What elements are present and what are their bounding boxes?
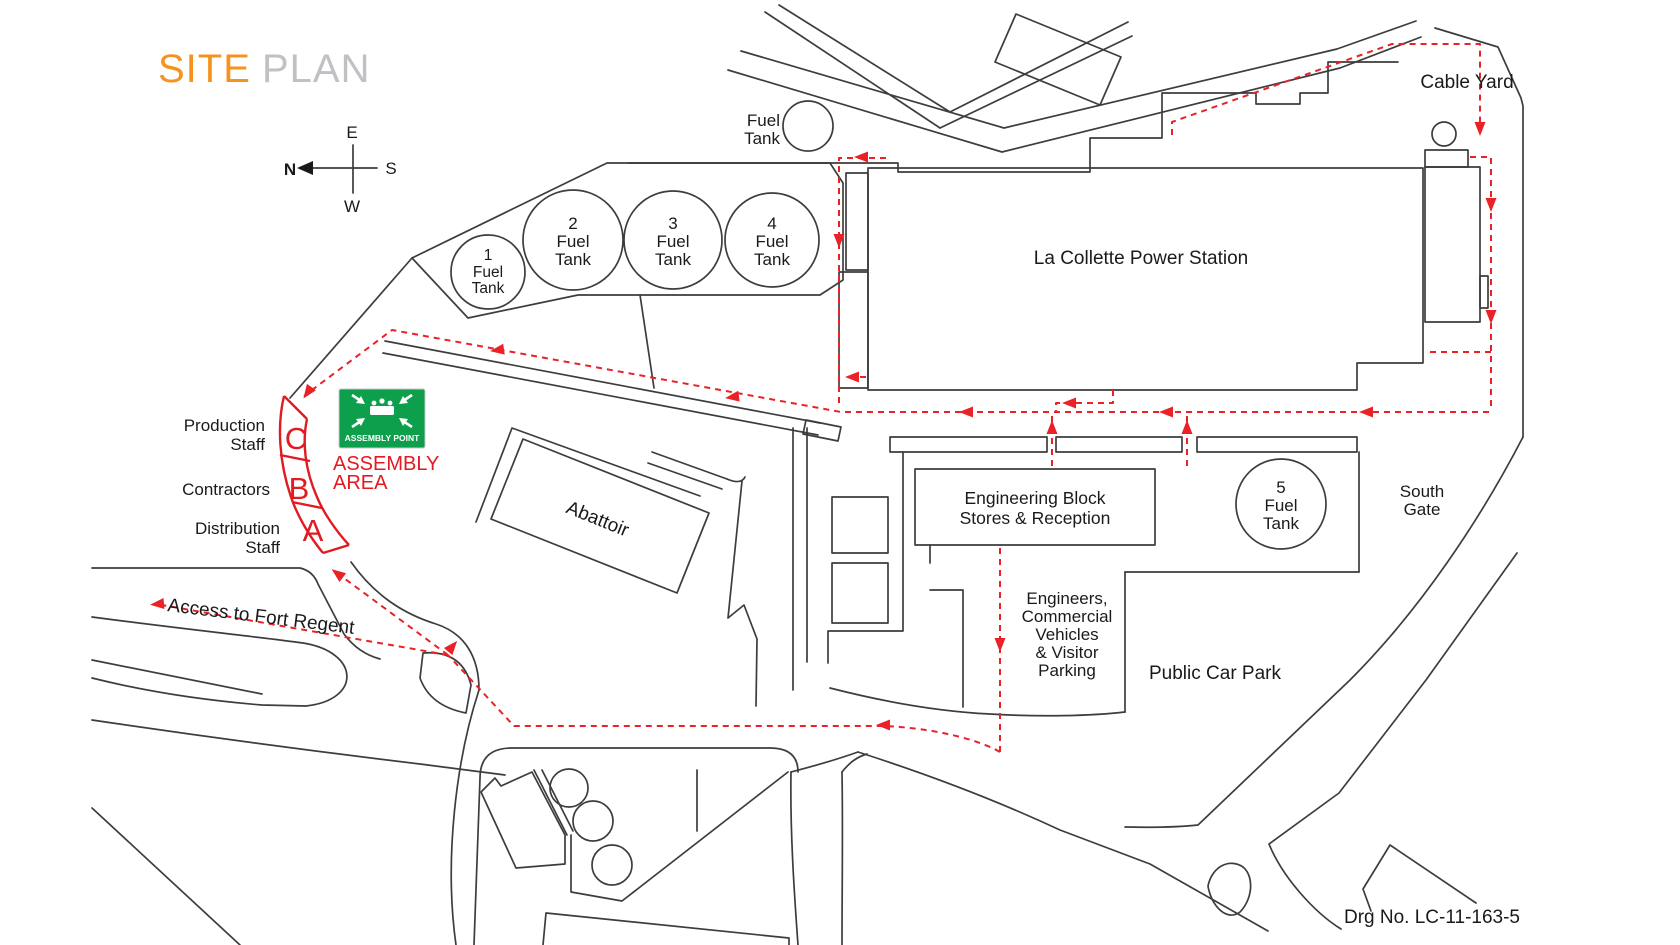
compass-n-label: N bbox=[284, 160, 296, 179]
cable-yard-label: Cable Yard bbox=[1420, 72, 1513, 93]
fuel-tank-1-circle bbox=[450, 234, 526, 310]
svg-text:Fuel: Fuel bbox=[1264, 496, 1297, 515]
svg-text:Tank: Tank bbox=[655, 250, 691, 269]
assembly-point-sign-caption: ASSEMBLY POINT bbox=[345, 433, 420, 443]
fuel-tank-2-label: 2 bbox=[568, 214, 577, 233]
svg-text:Staff: Staff bbox=[245, 538, 280, 557]
abattoir-label: Abattoir bbox=[563, 497, 632, 541]
zone-a-label: A bbox=[303, 513, 324, 548]
svg-text:Fuel: Fuel bbox=[556, 232, 589, 251]
svg-text:& Visitor: & Visitor bbox=[1036, 643, 1099, 662]
svg-text:AREA: AREA bbox=[333, 472, 388, 494]
tank-farm-outline bbox=[411, 162, 844, 319]
engineers-parking-label: Engineers, bbox=[1026, 589, 1107, 608]
cable-yard-tank-circle bbox=[1431, 121, 1457, 147]
svg-text:Parking: Parking bbox=[1038, 661, 1096, 680]
svg-text:Staff: Staff bbox=[230, 435, 265, 454]
plan-labels: SITE PLAN E S W N Fuel Tank 1 Fuel Tank … bbox=[158, 47, 1520, 928]
fuel-tank-1-label: 1 bbox=[484, 247, 493, 264]
fuel-tank-4-circle bbox=[724, 192, 820, 288]
zone-c-label: C bbox=[285, 421, 307, 456]
assembly-zone-strip bbox=[278, 395, 350, 555]
compass-w-label: W bbox=[344, 197, 360, 216]
fuel-tank-5-label: 5 bbox=[1276, 478, 1285, 497]
engineering-block-outline bbox=[914, 468, 1156, 546]
svg-text:Tank: Tank bbox=[555, 250, 591, 269]
fuel-tank-3-circle bbox=[623, 190, 723, 290]
compass-s-label: S bbox=[385, 159, 396, 178]
zone-b-label: B bbox=[289, 471, 310, 506]
compass-rose bbox=[297, 144, 378, 194]
assembly-point-people-icon bbox=[370, 406, 394, 415]
svg-text:Tank: Tank bbox=[472, 280, 505, 297]
fuel-tank-3-label: 3 bbox=[668, 214, 677, 233]
fuel-tank-4-label: 4 bbox=[767, 214, 776, 233]
svg-text:Stores & Reception: Stores & Reception bbox=[960, 508, 1111, 528]
svg-text:Tank: Tank bbox=[1263, 514, 1299, 533]
distribution-staff-label: Distribution bbox=[195, 519, 280, 538]
abattoir-outline bbox=[490, 438, 710, 594]
power-station-label: La Collette Power Station bbox=[1034, 248, 1248, 269]
south-gate-label: South bbox=[1400, 482, 1444, 501]
svg-text:Fuel: Fuel bbox=[755, 232, 788, 251]
svg-text:Tank: Tank bbox=[754, 250, 790, 269]
dock-fuel-tank-label: Fuel bbox=[747, 111, 780, 130]
drawing-number: Drg No. LC-11-163-5 bbox=[1344, 907, 1520, 928]
assembly-area-label: ASSEMBLY bbox=[333, 453, 439, 475]
fuel-tank-2-circle bbox=[522, 189, 624, 291]
page-title-plan: PLAN bbox=[262, 47, 371, 91]
page-title-site: SITE bbox=[158, 47, 251, 91]
fuel-tank-5-circle bbox=[1235, 458, 1327, 550]
svg-text:Fuel: Fuel bbox=[473, 264, 503, 281]
engineering-block-label: Engineering Block bbox=[964, 488, 1105, 508]
public-car-park-label: Public Car Park bbox=[1149, 663, 1281, 684]
contractors-label: Contractors bbox=[182, 480, 270, 499]
production-staff-label: Production bbox=[184, 416, 265, 435]
svg-text:Fuel: Fuel bbox=[656, 232, 689, 251]
compass-e-label: E bbox=[346, 123, 357, 142]
svg-text:Vehicles: Vehicles bbox=[1035, 625, 1098, 644]
assembly-point-sign: ASSEMBLY POINT bbox=[338, 388, 426, 449]
power-station-outline bbox=[867, 167, 1424, 391]
svg-text:Gate: Gate bbox=[1404, 500, 1441, 519]
plan-linework bbox=[91, 4, 1524, 945]
dock-fuel-tank-circle bbox=[782, 100, 834, 152]
svg-text:Commercial: Commercial bbox=[1022, 607, 1113, 626]
svg-text:Tank: Tank bbox=[744, 129, 780, 148]
route-arrowheads bbox=[150, 122, 1497, 731]
